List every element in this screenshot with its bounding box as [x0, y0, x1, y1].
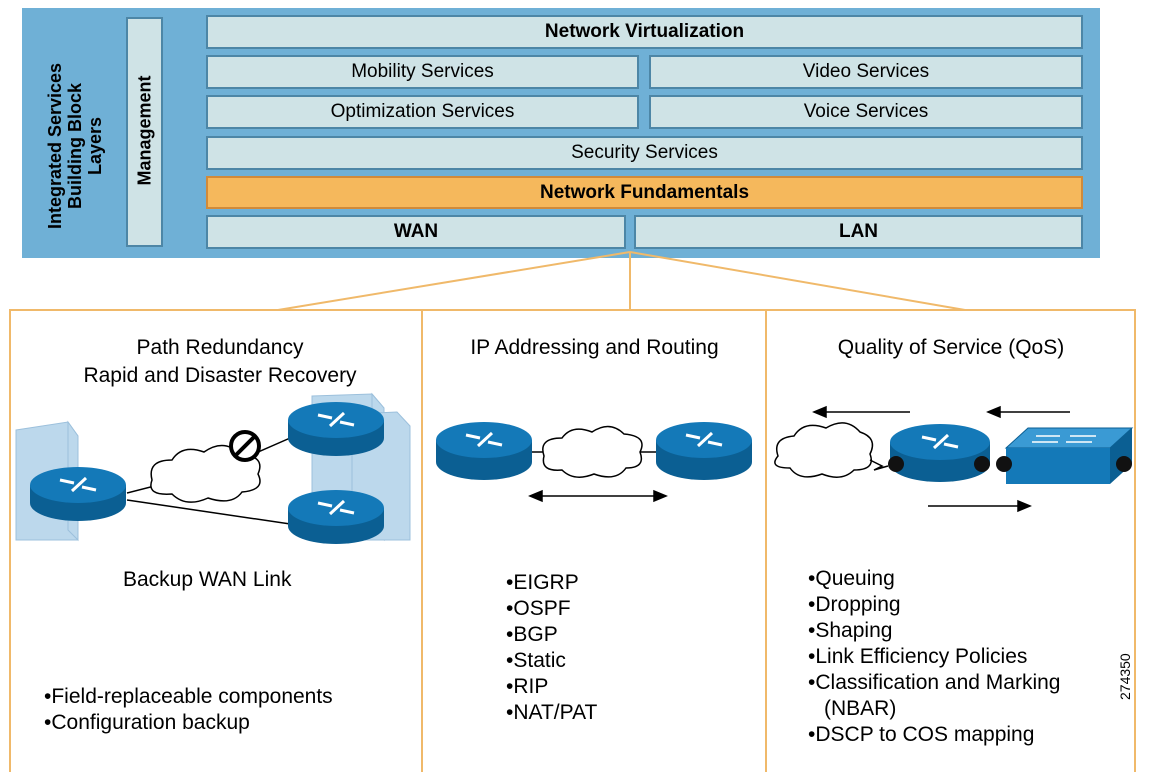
interface-dot-icon [888, 456, 1132, 472]
list-item: Shaping [808, 618, 1060, 644]
backup-wan-link-caption: Backup WAN Link [123, 568, 292, 591]
wan-layer: WAN [206, 215, 626, 249]
voice-services-layer: Voice Services [649, 95, 1083, 129]
list-item: RIP [506, 674, 597, 700]
list-item: Static [506, 648, 597, 674]
router-icon [30, 467, 126, 521]
router-icon [656, 422, 752, 480]
mobility-services-layer: Mobility Services [206, 55, 639, 89]
qos-diagram [774, 405, 1134, 513]
list-item: BGP [506, 622, 597, 648]
path-title-line-1: Path Redundancy [136, 336, 304, 359]
list-item: Classification and Marking [808, 670, 1060, 696]
router-icon [288, 490, 384, 544]
list-item: Configuration backup [44, 710, 333, 736]
arrow-icon [528, 489, 668, 503]
video-services-layer: Video Services [649, 55, 1083, 89]
lan-layer: LAN [634, 215, 1083, 249]
network-virtualization-layer: Network Virtualization [206, 15, 1083, 49]
list-item: Link Efficiency Policies [808, 644, 1060, 670]
list-item: NAT/PAT [506, 700, 597, 726]
qos-bullet-list: Queuing Dropping Shaping Link Efficiency… [808, 566, 1060, 748]
qos-title: Quality of Service (QoS) [837, 336, 1065, 359]
router-icon [436, 422, 532, 480]
no-entry-icon [229, 430, 261, 462]
list-item: EIGRP [506, 570, 597, 596]
list-item: Field-replaceable components [44, 684, 332, 710]
network-fundamentals-layer: Network Fundamentals [206, 176, 1083, 209]
cloud-icon [150, 444, 261, 503]
list-item-continuation: (NBAR) [824, 697, 897, 720]
ip-routing-diagram [436, 422, 752, 503]
security-services-layer: Security Services [206, 136, 1083, 170]
path-title-line-2: Rapid and Disaster Recovery [83, 364, 357, 387]
ip-bullet-list: EIGRP OSPF BGP Static RIP NAT/PAT [506, 570, 597, 726]
ip-routing-title: IP Addressing and Routing [470, 336, 719, 359]
path-bullet-list: Field-replaceable components Configurati… [44, 684, 333, 736]
router-icon [890, 424, 990, 482]
management-layer [126, 17, 163, 247]
path-redundancy-title: Path Redundancy Rapid and Disaster Recov… [60, 334, 380, 390]
optimization-services-layer: Optimization Services [206, 95, 639, 129]
list-item: OSPF [506, 596, 597, 622]
list-item: Queuing [808, 566, 1060, 592]
path-redundancy-diagram [15, 392, 411, 544]
switch-icon [1004, 427, 1134, 484]
router-icon [288, 402, 384, 456]
list-item: Dropping [808, 592, 1060, 618]
arrow-icon [812, 405, 1070, 513]
cloud-icon [542, 425, 643, 478]
cloud-icon [774, 422, 874, 478]
figure-id: 274350 [1117, 653, 1133, 700]
list-item: DSCP to COS mapping [808, 722, 1060, 748]
